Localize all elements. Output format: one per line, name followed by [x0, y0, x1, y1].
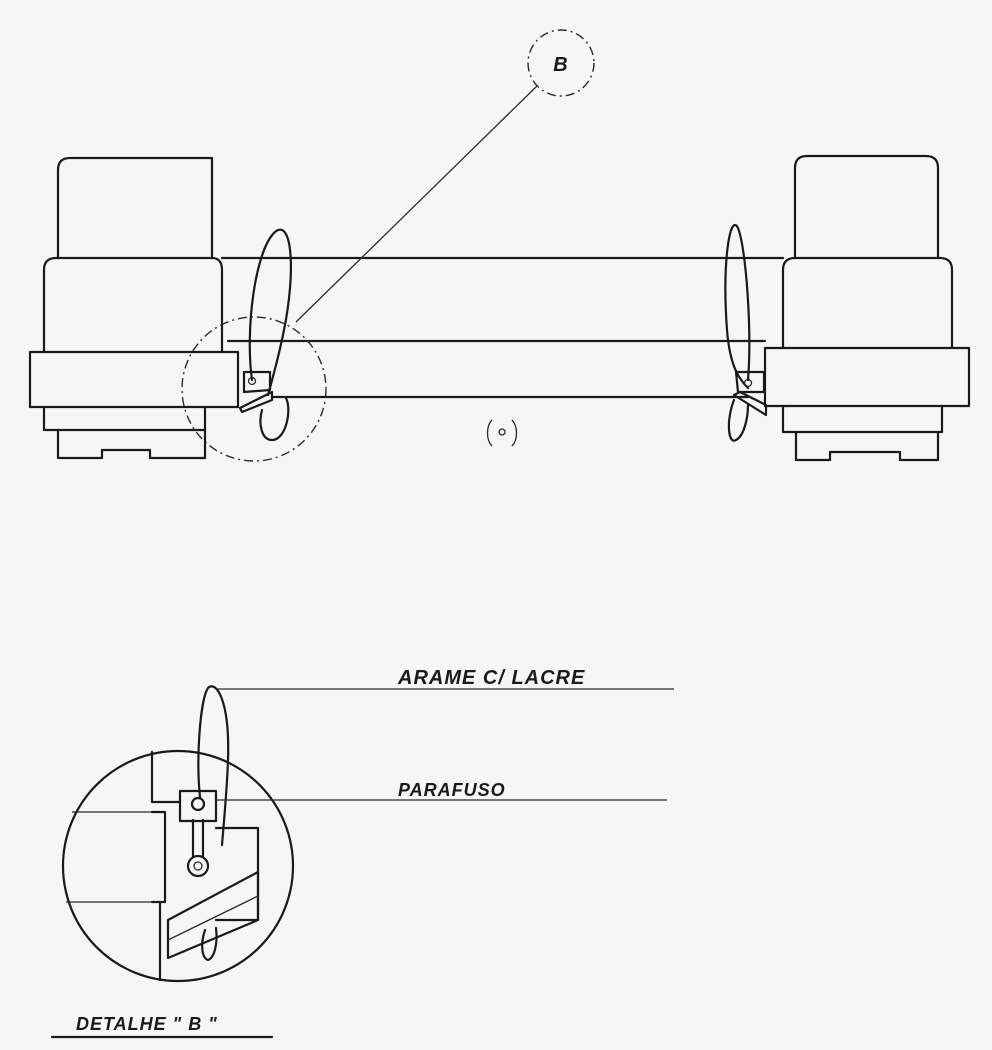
- wire-loop: [197, 685, 230, 847]
- assembly-view: B: [28, 29, 971, 462]
- right-body: [763, 154, 971, 462]
- wire-seal-label: ARAME C/ LACRE: [397, 667, 585, 689]
- screw-head: [178, 789, 218, 823]
- screw-label: PARAFUSO: [398, 780, 506, 800]
- center-tube: [220, 256, 785, 399]
- callout-letter: B: [553, 54, 568, 76]
- detail-title: DETALHE " B ": [76, 1014, 218, 1034]
- left-wire-seal: [238, 228, 292, 442]
- left-body: [28, 156, 240, 460]
- detail-b-callout: B: [181, 29, 595, 462]
- center-mark-icon: [486, 419, 518, 447]
- screw-icon: [186, 854, 210, 878]
- detail-b-view: ARAME C/ LACRE PARAFUSO DETALHE " B ": [50, 667, 674, 1039]
- right-wire-seal: [724, 224, 768, 442]
